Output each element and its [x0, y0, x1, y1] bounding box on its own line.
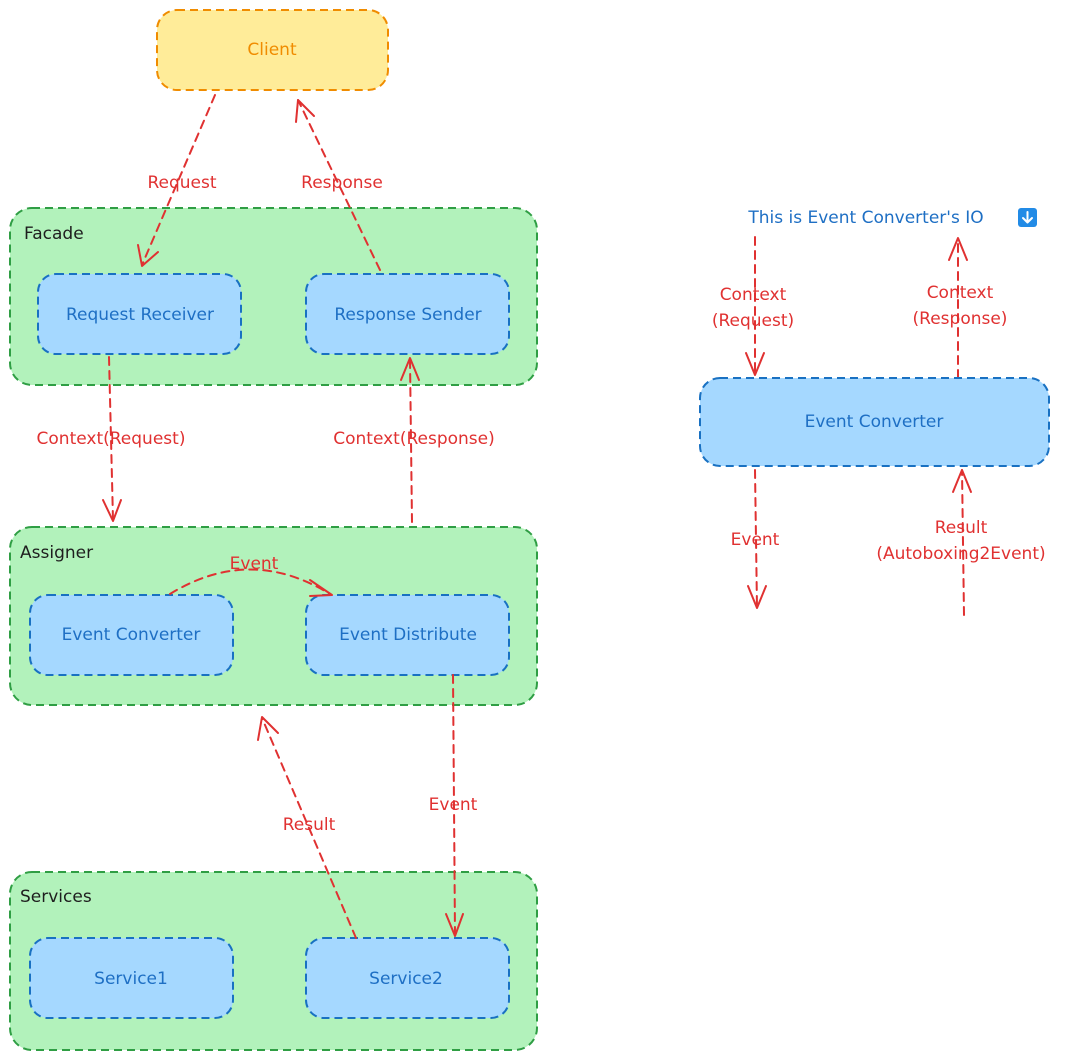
result-arrowhead: [257, 716, 279, 741]
event-internal-arrow: [169, 568, 331, 595]
io-event-arrow: [754, 469, 758, 609]
event-converter-label: Event Converter: [62, 625, 201, 645]
request-arrow: [141, 94, 216, 266]
context-response-arrow: [409, 359, 413, 523]
io-context-response-line1: Context: [927, 283, 994, 303]
response-sender-box: [305, 273, 510, 355]
services-title: Services: [20, 887, 92, 907]
io-result-arrowhead: [952, 469, 972, 493]
request-label: Request: [147, 173, 216, 193]
assigner-title: Assigner: [20, 543, 93, 563]
client-box: [156, 9, 389, 91]
result-label: Result: [283, 815, 336, 835]
io-result-line2: (Autoboxing2Event): [876, 544, 1045, 564]
request-receiver-box: [37, 273, 242, 355]
io-context-request-line2: (Request): [712, 311, 794, 331]
response-arrow: [297, 99, 381, 271]
service2-label: Service2: [369, 969, 443, 989]
context-request-arrow: [108, 356, 114, 521]
io-heading: This is Event Converter's IO: [747, 208, 983, 228]
io-event-arrowhead: [747, 585, 767, 609]
request-receiver-label: Request Receiver: [66, 305, 214, 325]
client-label: Client: [247, 40, 297, 60]
service1-label: Service1: [94, 969, 168, 989]
context-response-arrowhead: [400, 357, 420, 381]
response-label: Response: [301, 173, 383, 193]
io-context-response-arrowhead: [948, 237, 968, 261]
event-distribute-box: [305, 594, 510, 676]
request-arrowhead: [137, 244, 159, 267]
context-response-label: Context(Response): [333, 429, 495, 449]
io-result-arrow: [961, 469, 965, 616]
event-internal-arrowhead: [309, 579, 333, 597]
event-internal-label: Event: [230, 554, 279, 574]
response-arrowhead: [295, 99, 315, 123]
io-context-request-arrowhead: [745, 352, 765, 376]
response-sender-label: Response Sender: [334, 305, 481, 325]
event-to-service-arrow: [452, 674, 456, 936]
event-to-service-label: Event: [429, 795, 478, 815]
io-context-request-line1: Context: [720, 285, 787, 305]
event-converter-box: [29, 594, 234, 676]
result-arrow: [261, 717, 357, 939]
io-result-line1: Result: [935, 518, 988, 538]
io-event-label: Event: [731, 530, 780, 550]
facade-title: Facade: [24, 224, 84, 244]
service2-box: [305, 937, 510, 1019]
io-context-response-line2: (Response): [913, 309, 1008, 329]
down-arrow-icon: [1018, 208, 1037, 227]
context-request-arrowhead: [102, 499, 122, 522]
event-distribute-label: Event Distribute: [339, 625, 477, 645]
service1-box: [29, 937, 234, 1019]
context-request-label: Context(Request): [37, 429, 186, 449]
io-event-converter-box: [699, 377, 1050, 467]
io-event-converter-label: Event Converter: [805, 412, 944, 432]
event-to-service-arrowhead: [445, 913, 464, 937]
